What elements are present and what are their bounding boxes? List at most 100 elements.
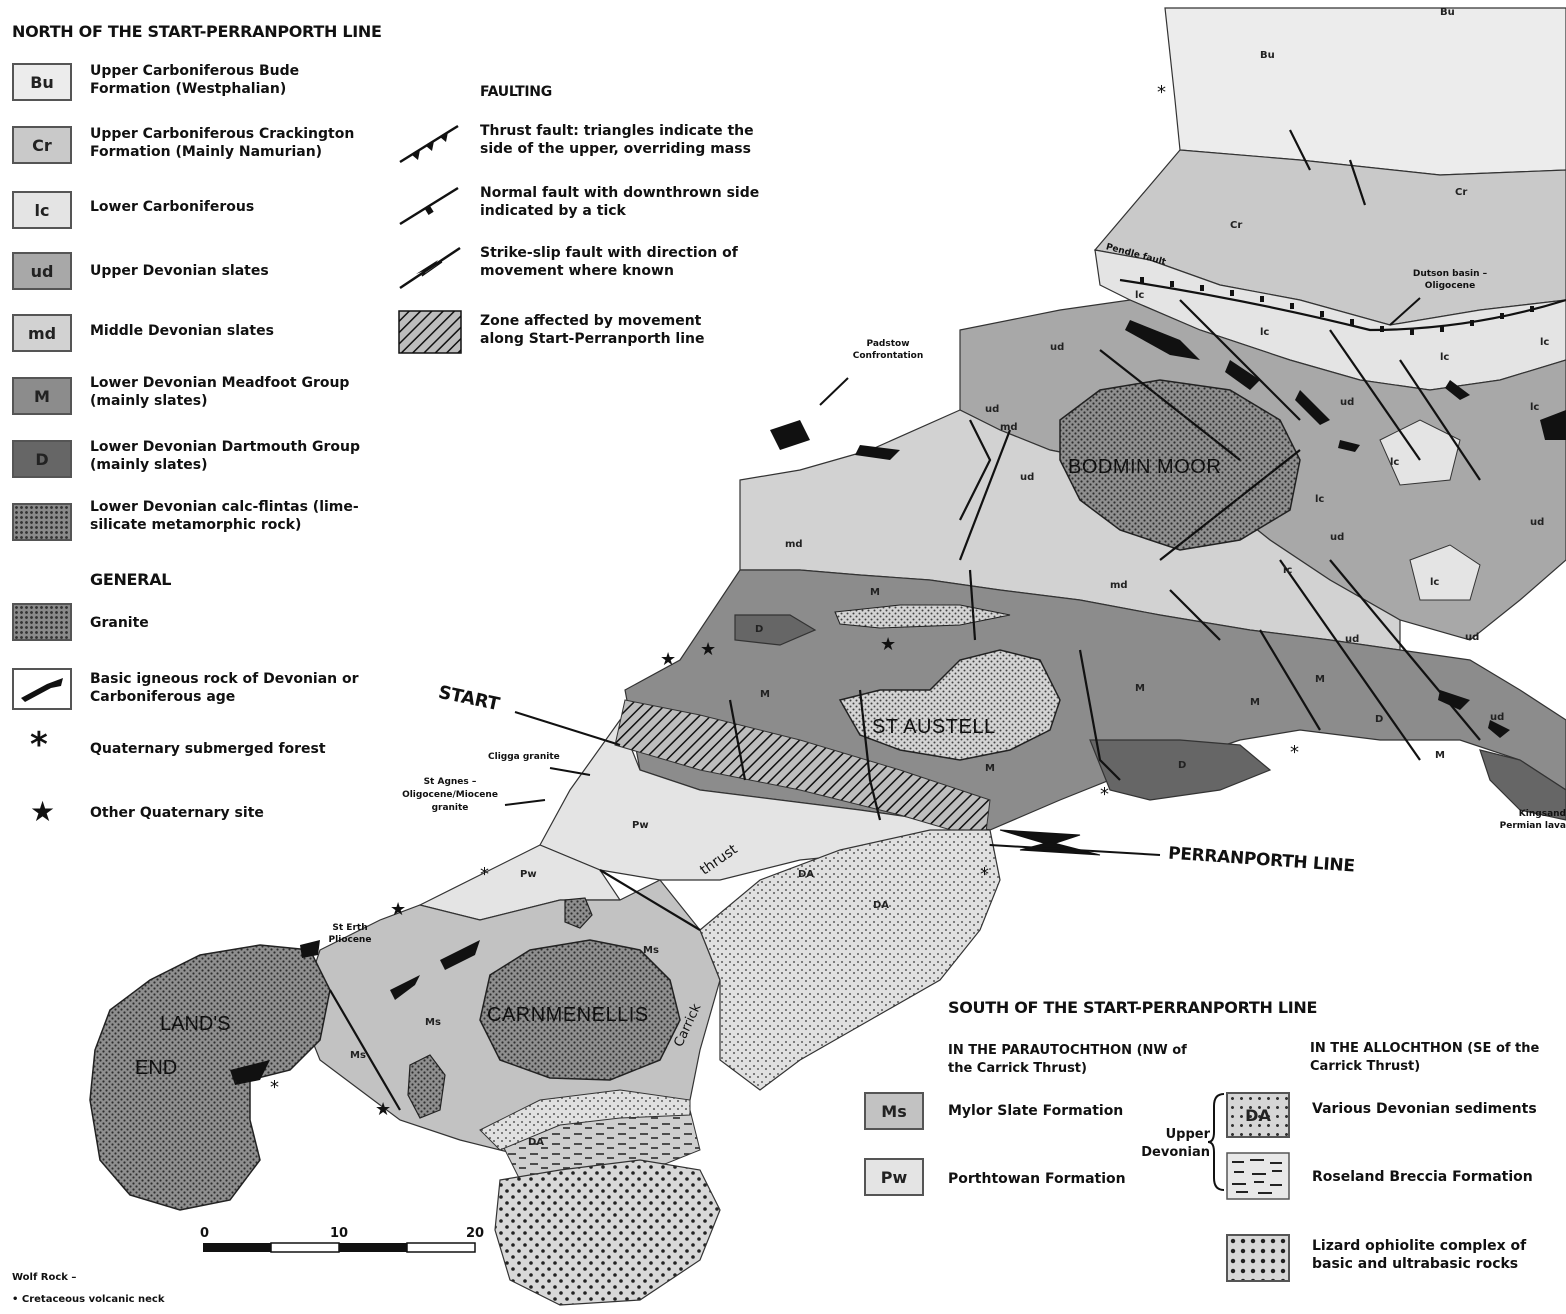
legend-label-cr: Upper Carboniferous Crackington Formatio… (90, 126, 355, 160)
legend-swatch-pw: Pw (864, 1158, 924, 1196)
st-austell-label: ST AUSTELL (872, 716, 996, 738)
lower-carboniferous-inlier-2 (1409, 544, 1481, 601)
star-icon: ★ (30, 795, 56, 828)
calc-flintas-band (834, 604, 1011, 629)
svg-text:lc: lc (1440, 352, 1449, 363)
svg-text:Cr: Cr (1230, 220, 1242, 231)
granite-boss-1 (407, 1054, 446, 1119)
upper-devonian-brace (1207, 1093, 1225, 1191)
svg-text:md: md (1000, 422, 1018, 433)
legend-label-da: Various Devonian sediments (1312, 1101, 1537, 1117)
lower-carboniferous-inlier-1 (1379, 419, 1461, 486)
thrust-fault-ticks (1140, 277, 1534, 335)
svg-text:M: M (1135, 683, 1145, 694)
thrust-fault-icon (399, 124, 459, 164)
legend-label-m: Lower Devonian Meadfoot Group (mainly sl… (90, 375, 350, 409)
svg-text:DA: DA (873, 900, 889, 911)
legend-label-other-site: Other Quaternary site (90, 805, 264, 821)
start-perranporth-pointer-lines (504, 297, 1421, 856)
legend-label-hatched-zone: Zone affected by movement along Start-Pe… (480, 313, 705, 347)
wolf-rock-label: Wolf Rock – (12, 1272, 77, 1283)
svg-text:lc: lc (1390, 457, 1399, 468)
igneous-swatch (12, 668, 72, 710)
legend-swatch-md: md (12, 314, 72, 352)
svg-text:ud: ud (1020, 472, 1034, 483)
legend-label-thrust-fault: Thrust fault: triangles indicate the sid… (480, 123, 754, 157)
svg-text:ud: ud (1345, 634, 1359, 645)
legend-label-strike-slip: Strike-slip fault with direction of move… (480, 245, 738, 279)
svg-text:M: M (1250, 697, 1260, 708)
scale-tick-10: 10 (330, 1226, 349, 1241)
legend-swatch-ud: ud (12, 252, 72, 290)
bodmin-moor-label: BODMIN MOOR (1068, 456, 1222, 478)
st-erth-label: St Erth Pliocene (328, 923, 372, 945)
svg-text:lc: lc (1430, 577, 1439, 588)
carnmenellis-label: CARNMENELLIS (487, 1004, 649, 1026)
svg-text:lc: lc (1135, 290, 1144, 301)
lands-end-label-1: LAND'S (160, 1013, 231, 1035)
svg-text:D: D (755, 624, 763, 635)
svg-text:ud: ud (1330, 532, 1344, 543)
svg-text:★: ★ (375, 1099, 391, 1120)
legend-label-igneous: Basic igneous rock of Devonian or Carbon… (90, 671, 359, 705)
cligga-granite-label: Cligga granite (488, 752, 560, 762)
north-legend-heading: NORTH OF THE START-PERRANPORTH LINE (12, 22, 382, 41)
general-legend-heading: GENERAL (90, 570, 172, 589)
svg-text:*: * (1157, 82, 1166, 103)
devonian-sediments-area-east (699, 829, 1001, 1091)
svg-text:ud: ud (1465, 632, 1479, 643)
devonian-sediments-area-south (479, 1089, 691, 1151)
svg-text:Bu: Bu (1260, 50, 1275, 61)
legend-label-lizard: Lizard ophiolite complex of basic and ul… (1312, 1238, 1527, 1272)
st-austell-granite (838, 649, 1061, 761)
dartmouth-group-lens (734, 614, 817, 646)
lands-end-label-2: END (135, 1057, 178, 1079)
svg-text:ud: ud (1340, 397, 1354, 408)
svg-text:D: D (1178, 760, 1186, 771)
fault-lines (329, 129, 1566, 1111)
legend-swatch-bu: Bu (12, 63, 72, 101)
st-agnes-label: St Agnes – Oligocene/Miocene granite (402, 777, 498, 813)
parautochthon-heading: IN THE PARAUTOCHTHON (NW of the Carrick … (948, 1043, 1187, 1076)
allochthon-heading: IN THE ALLOCHTHON (SE of the Carrick Thr… (1310, 1041, 1540, 1074)
svg-text:Ms: Ms (425, 1017, 441, 1028)
legend-label-md: Middle Devonian slates (90, 323, 274, 339)
svg-text:lc: lc (1315, 494, 1324, 505)
legend-label-ud: Upper Devonian slates (90, 263, 269, 279)
svg-text:★: ★ (880, 634, 896, 655)
legend-label-roseland: Roseland Breccia Formation (1312, 1169, 1533, 1185)
carnmenellis-granite (479, 939, 681, 1081)
dartmouth-group-area-east (1479, 749, 1566, 821)
strike-slip-fault-icon (399, 246, 461, 290)
bodmin-moor-granite (1059, 379, 1301, 551)
svg-text:md: md (785, 539, 803, 550)
svg-text:lc: lc (1530, 402, 1539, 413)
svg-text:lc: lc (1260, 327, 1269, 338)
lizard-ophiolite-area (494, 1159, 721, 1306)
svg-text:Pw: Pw (520, 869, 537, 880)
svg-text:ud: ud (1530, 517, 1544, 528)
lands-end-granite (89, 944, 331, 1211)
svg-text:lc: lc (1283, 565, 1292, 576)
svg-text:Cr: Cr (1455, 187, 1467, 198)
granite-boss-2 (564, 897, 593, 929)
legend-swatch-calc-flintas (12, 503, 72, 541)
south-legend-heading: SOUTH OF THE START-PERRANPORTH LINE (948, 998, 1318, 1017)
dartmouth-group-area (1089, 739, 1272, 801)
svg-text:ud: ud (985, 404, 999, 415)
unit-code-labels: Bu Bu Cr Cr lc lc lc lc lc lc lc lc lc u… (350, 7, 1549, 1148)
legend-label-calc-flintas: Lower Devonian calc-flintas (lime-silica… (90, 499, 359, 533)
faulting-legend-heading: FAULTING (480, 84, 552, 100)
svg-text:lc: lc (1540, 337, 1549, 348)
svg-text:D: D (1375, 714, 1383, 725)
kingsand-label: Kingsand Permian lava (1499, 809, 1566, 831)
legend-swatch-ms: Ms (864, 1092, 924, 1130)
legend-swatch-m: M (12, 377, 72, 415)
svg-text:Ms: Ms (643, 945, 659, 956)
asterisk-icon: * (30, 725, 48, 765)
svg-text:*: * (1100, 784, 1109, 805)
svg-text:DA: DA (798, 869, 814, 880)
legend-label-d: Lower Devonian Dartmouth Group (mainly s… (90, 439, 361, 473)
wolf-rock-description: • Cretaceous volcanic neck (12, 1294, 165, 1305)
roseland-breccia-swatch (1226, 1152, 1290, 1200)
